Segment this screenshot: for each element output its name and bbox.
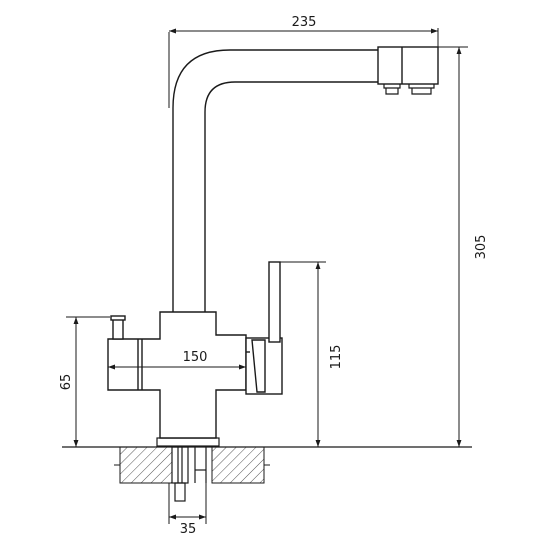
- dimension-label-body-width: 150: [183, 350, 208, 365]
- dimension-label-spout-reach: 235: [292, 15, 317, 30]
- spout: [172, 46, 439, 312]
- mounting-stud: [156, 437, 220, 502]
- dimension-label-total-height: 305: [474, 235, 489, 260]
- dimension-label-side-lever-height: 65: [59, 374, 74, 391]
- dimension-spout-reach: [168, 28, 439, 108]
- dimension-mount-diameter: [168, 483, 207, 524]
- aerator-outlets: [383, 84, 435, 95]
- mixer-handle: [245, 261, 283, 395]
- side-lever: [110, 315, 126, 340]
- countertop-section: [62, 446, 472, 484]
- faucet-body: [107, 311, 247, 439]
- dimension-total-height: [438, 46, 468, 447]
- dimension-label-mount-diameter: 35: [180, 522, 197, 537]
- dimension-side-lever-height: [66, 316, 110, 447]
- dimension-handle-height: [280, 261, 326, 447]
- dimension-label-handle-height: 115: [329, 345, 344, 370]
